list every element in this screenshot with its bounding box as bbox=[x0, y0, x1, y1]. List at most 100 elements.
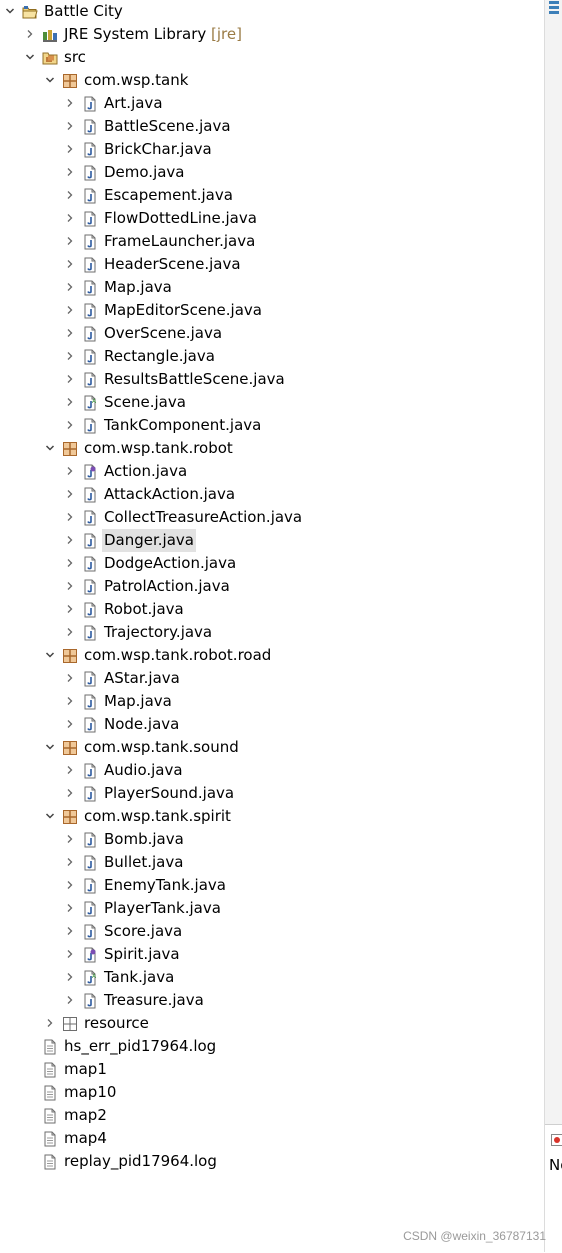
tree-item-map10[interactable]: map10 bbox=[0, 1081, 544, 1104]
tree-item-map-java[interactable]: Map.java bbox=[0, 690, 544, 713]
tree-item-playertank-java[interactable]: PlayerTank.java bbox=[0, 897, 544, 920]
chevron-right-icon[interactable] bbox=[64, 529, 78, 552]
tree-item-com-wsp-tank-robot-road[interactable]: com.wsp.tank.robot.road bbox=[0, 644, 544, 667]
chevron-down-icon[interactable] bbox=[24, 46, 38, 69]
chevron-right-icon[interactable] bbox=[64, 897, 78, 920]
chevron-down-icon[interactable] bbox=[44, 805, 58, 828]
chevron-right-icon[interactable] bbox=[64, 966, 78, 989]
tree-item-bomb-java[interactable]: Bomb.java bbox=[0, 828, 544, 851]
tree-item-brickchar-java[interactable]: BrickChar.java bbox=[0, 138, 544, 161]
chevron-right-icon[interactable] bbox=[64, 667, 78, 690]
chevron-right-icon[interactable] bbox=[64, 713, 78, 736]
tree-item-dodgeaction-java[interactable]: DodgeAction.java bbox=[0, 552, 544, 575]
chevron-right-icon[interactable] bbox=[64, 989, 78, 1012]
tree-item-map4[interactable]: map4 bbox=[0, 1127, 544, 1150]
tree-item-demo-java[interactable]: Demo.java bbox=[0, 161, 544, 184]
chevron-right-icon[interactable] bbox=[64, 851, 78, 874]
tree-item-score-java[interactable]: Score.java bbox=[0, 920, 544, 943]
tree-item-hs-err-pid17964-log[interactable]: hs_err_pid17964.log bbox=[0, 1035, 544, 1058]
tree-item-jre-system-library[interactable]: JRE System Library [jre] bbox=[0, 23, 544, 46]
tree-item-battle-city[interactable]: Battle City bbox=[0, 0, 544, 23]
chevron-right-icon[interactable] bbox=[64, 161, 78, 184]
chevron-right-icon[interactable] bbox=[64, 575, 78, 598]
chevron-right-icon[interactable] bbox=[64, 253, 78, 276]
chevron-right-icon[interactable] bbox=[64, 115, 78, 138]
chevron-right-icon[interactable] bbox=[64, 345, 78, 368]
tree-item-map1[interactable]: map1 bbox=[0, 1058, 544, 1081]
chevron-right-icon[interactable] bbox=[64, 368, 78, 391]
tree-item-resource[interactable]: resource bbox=[0, 1012, 544, 1035]
tree-item-spirit-java[interactable]: Spirit.java bbox=[0, 943, 544, 966]
chevron-right-icon[interactable] bbox=[64, 552, 78, 575]
chevron-right-icon[interactable] bbox=[64, 506, 78, 529]
tree-item-map2[interactable]: map2 bbox=[0, 1104, 544, 1127]
chevron-right-icon[interactable] bbox=[64, 782, 78, 805]
chevron-down-icon[interactable] bbox=[4, 0, 18, 23]
tree-item-treasure-java[interactable]: Treasure.java bbox=[0, 989, 544, 1012]
tree-item-patrolaction-java[interactable]: PatrolAction.java bbox=[0, 575, 544, 598]
tree-item-replay-pid17964-log[interactable]: replay_pid17964.log bbox=[0, 1150, 544, 1173]
chevron-right-icon[interactable] bbox=[64, 414, 78, 437]
tree-item-flowdottedline-java[interactable]: FlowDottedLine.java bbox=[0, 207, 544, 230]
chevron-down-icon[interactable] bbox=[44, 437, 58, 460]
chevron-right-icon[interactable] bbox=[64, 483, 78, 506]
tree-item-battlescene-java[interactable]: BattleScene.java bbox=[0, 115, 544, 138]
chevron-right-icon[interactable] bbox=[64, 621, 78, 644]
tree-item-danger-java[interactable]: Danger.java bbox=[0, 529, 544, 552]
tree-item-robot-java[interactable]: Robot.java bbox=[0, 598, 544, 621]
tree-item-escapement-java[interactable]: Escapement.java bbox=[0, 184, 544, 207]
tree-item-headerscene-java[interactable]: HeaderScene.java bbox=[0, 253, 544, 276]
chevron-right-icon[interactable] bbox=[64, 874, 78, 897]
tree-item-text: Spirit.java bbox=[104, 945, 180, 963]
chevron-down-icon[interactable] bbox=[44, 644, 58, 667]
tree-item-resultsbattlescene-java[interactable]: ResultsBattleScene.java bbox=[0, 368, 544, 391]
chevron-right-icon[interactable] bbox=[64, 230, 78, 253]
tree-item-trajectory-java[interactable]: Trajectory.java bbox=[0, 621, 544, 644]
tree-item-bullet-java[interactable]: Bullet.java bbox=[0, 851, 544, 874]
tree-item-playersound-java[interactable]: PlayerSound.java bbox=[0, 782, 544, 805]
chevron-down-icon[interactable] bbox=[44, 736, 58, 759]
tree-item-label: ResultsBattleScene.java bbox=[102, 368, 287, 391]
tree-item-com-wsp-tank-robot[interactable]: com.wsp.tank.robot bbox=[0, 437, 544, 460]
chevron-right-icon[interactable] bbox=[64, 184, 78, 207]
tree-item-mapeditorscene-java[interactable]: MapEditorScene.java bbox=[0, 299, 544, 322]
tree-item-art-java[interactable]: Art.java bbox=[0, 92, 544, 115]
tree-item-com-wsp-tank[interactable]: com.wsp.tank bbox=[0, 69, 544, 92]
chevron-right-icon[interactable] bbox=[64, 920, 78, 943]
tree-item-tankcomponent-java[interactable]: TankComponent.java bbox=[0, 414, 544, 437]
tree-item-audio-java[interactable]: Audio.java bbox=[0, 759, 544, 782]
chevron-right-icon[interactable] bbox=[64, 759, 78, 782]
chevron-right-icon[interactable] bbox=[64, 943, 78, 966]
chevron-right-icon[interactable] bbox=[64, 598, 78, 621]
chevron-right-icon[interactable] bbox=[64, 299, 78, 322]
tree-item-enemytank-java[interactable]: EnemyTank.java bbox=[0, 874, 544, 897]
tree-item-src[interactable]: src bbox=[0, 46, 544, 69]
problems-view-tab[interactable]: No bbox=[545, 1124, 562, 1253]
chevron-right-icon[interactable] bbox=[64, 828, 78, 851]
tree-item-framelauncher-java[interactable]: FrameLauncher.java bbox=[0, 230, 544, 253]
tree-item-com-wsp-tank-spirit[interactable]: com.wsp.tank.spirit bbox=[0, 805, 544, 828]
tree-item-com-wsp-tank-sound[interactable]: com.wsp.tank.sound bbox=[0, 736, 544, 759]
tree-item-rectangle-java[interactable]: Rectangle.java bbox=[0, 345, 544, 368]
chevron-right-icon[interactable] bbox=[64, 207, 78, 230]
chevron-right-icon[interactable] bbox=[64, 138, 78, 161]
view-menu-icon[interactable] bbox=[548, 0, 560, 16]
chevron-down-icon[interactable] bbox=[44, 69, 58, 92]
tree-item-action-java[interactable]: Action.java bbox=[0, 460, 544, 483]
tree-item-map-java[interactable]: Map.java bbox=[0, 276, 544, 299]
chevron-right-icon[interactable] bbox=[24, 23, 38, 46]
chevron-right-icon[interactable] bbox=[44, 1012, 58, 1035]
chevron-right-icon[interactable] bbox=[64, 690, 78, 713]
tree-item-node-java[interactable]: Node.java bbox=[0, 713, 544, 736]
chevron-right-icon[interactable] bbox=[64, 92, 78, 115]
chevron-right-icon[interactable] bbox=[64, 322, 78, 345]
chevron-right-icon[interactable] bbox=[64, 276, 78, 299]
tree-item-astar-java[interactable]: AStar.java bbox=[0, 667, 544, 690]
chevron-right-icon[interactable] bbox=[64, 460, 78, 483]
chevron-right-icon[interactable] bbox=[64, 391, 78, 414]
tree-item-attackaction-java[interactable]: AttackAction.java bbox=[0, 483, 544, 506]
tree-item-collecttreasureaction-java[interactable]: CollectTreasureAction.java bbox=[0, 506, 544, 529]
tree-item-overscene-java[interactable]: OverScene.java bbox=[0, 322, 544, 345]
